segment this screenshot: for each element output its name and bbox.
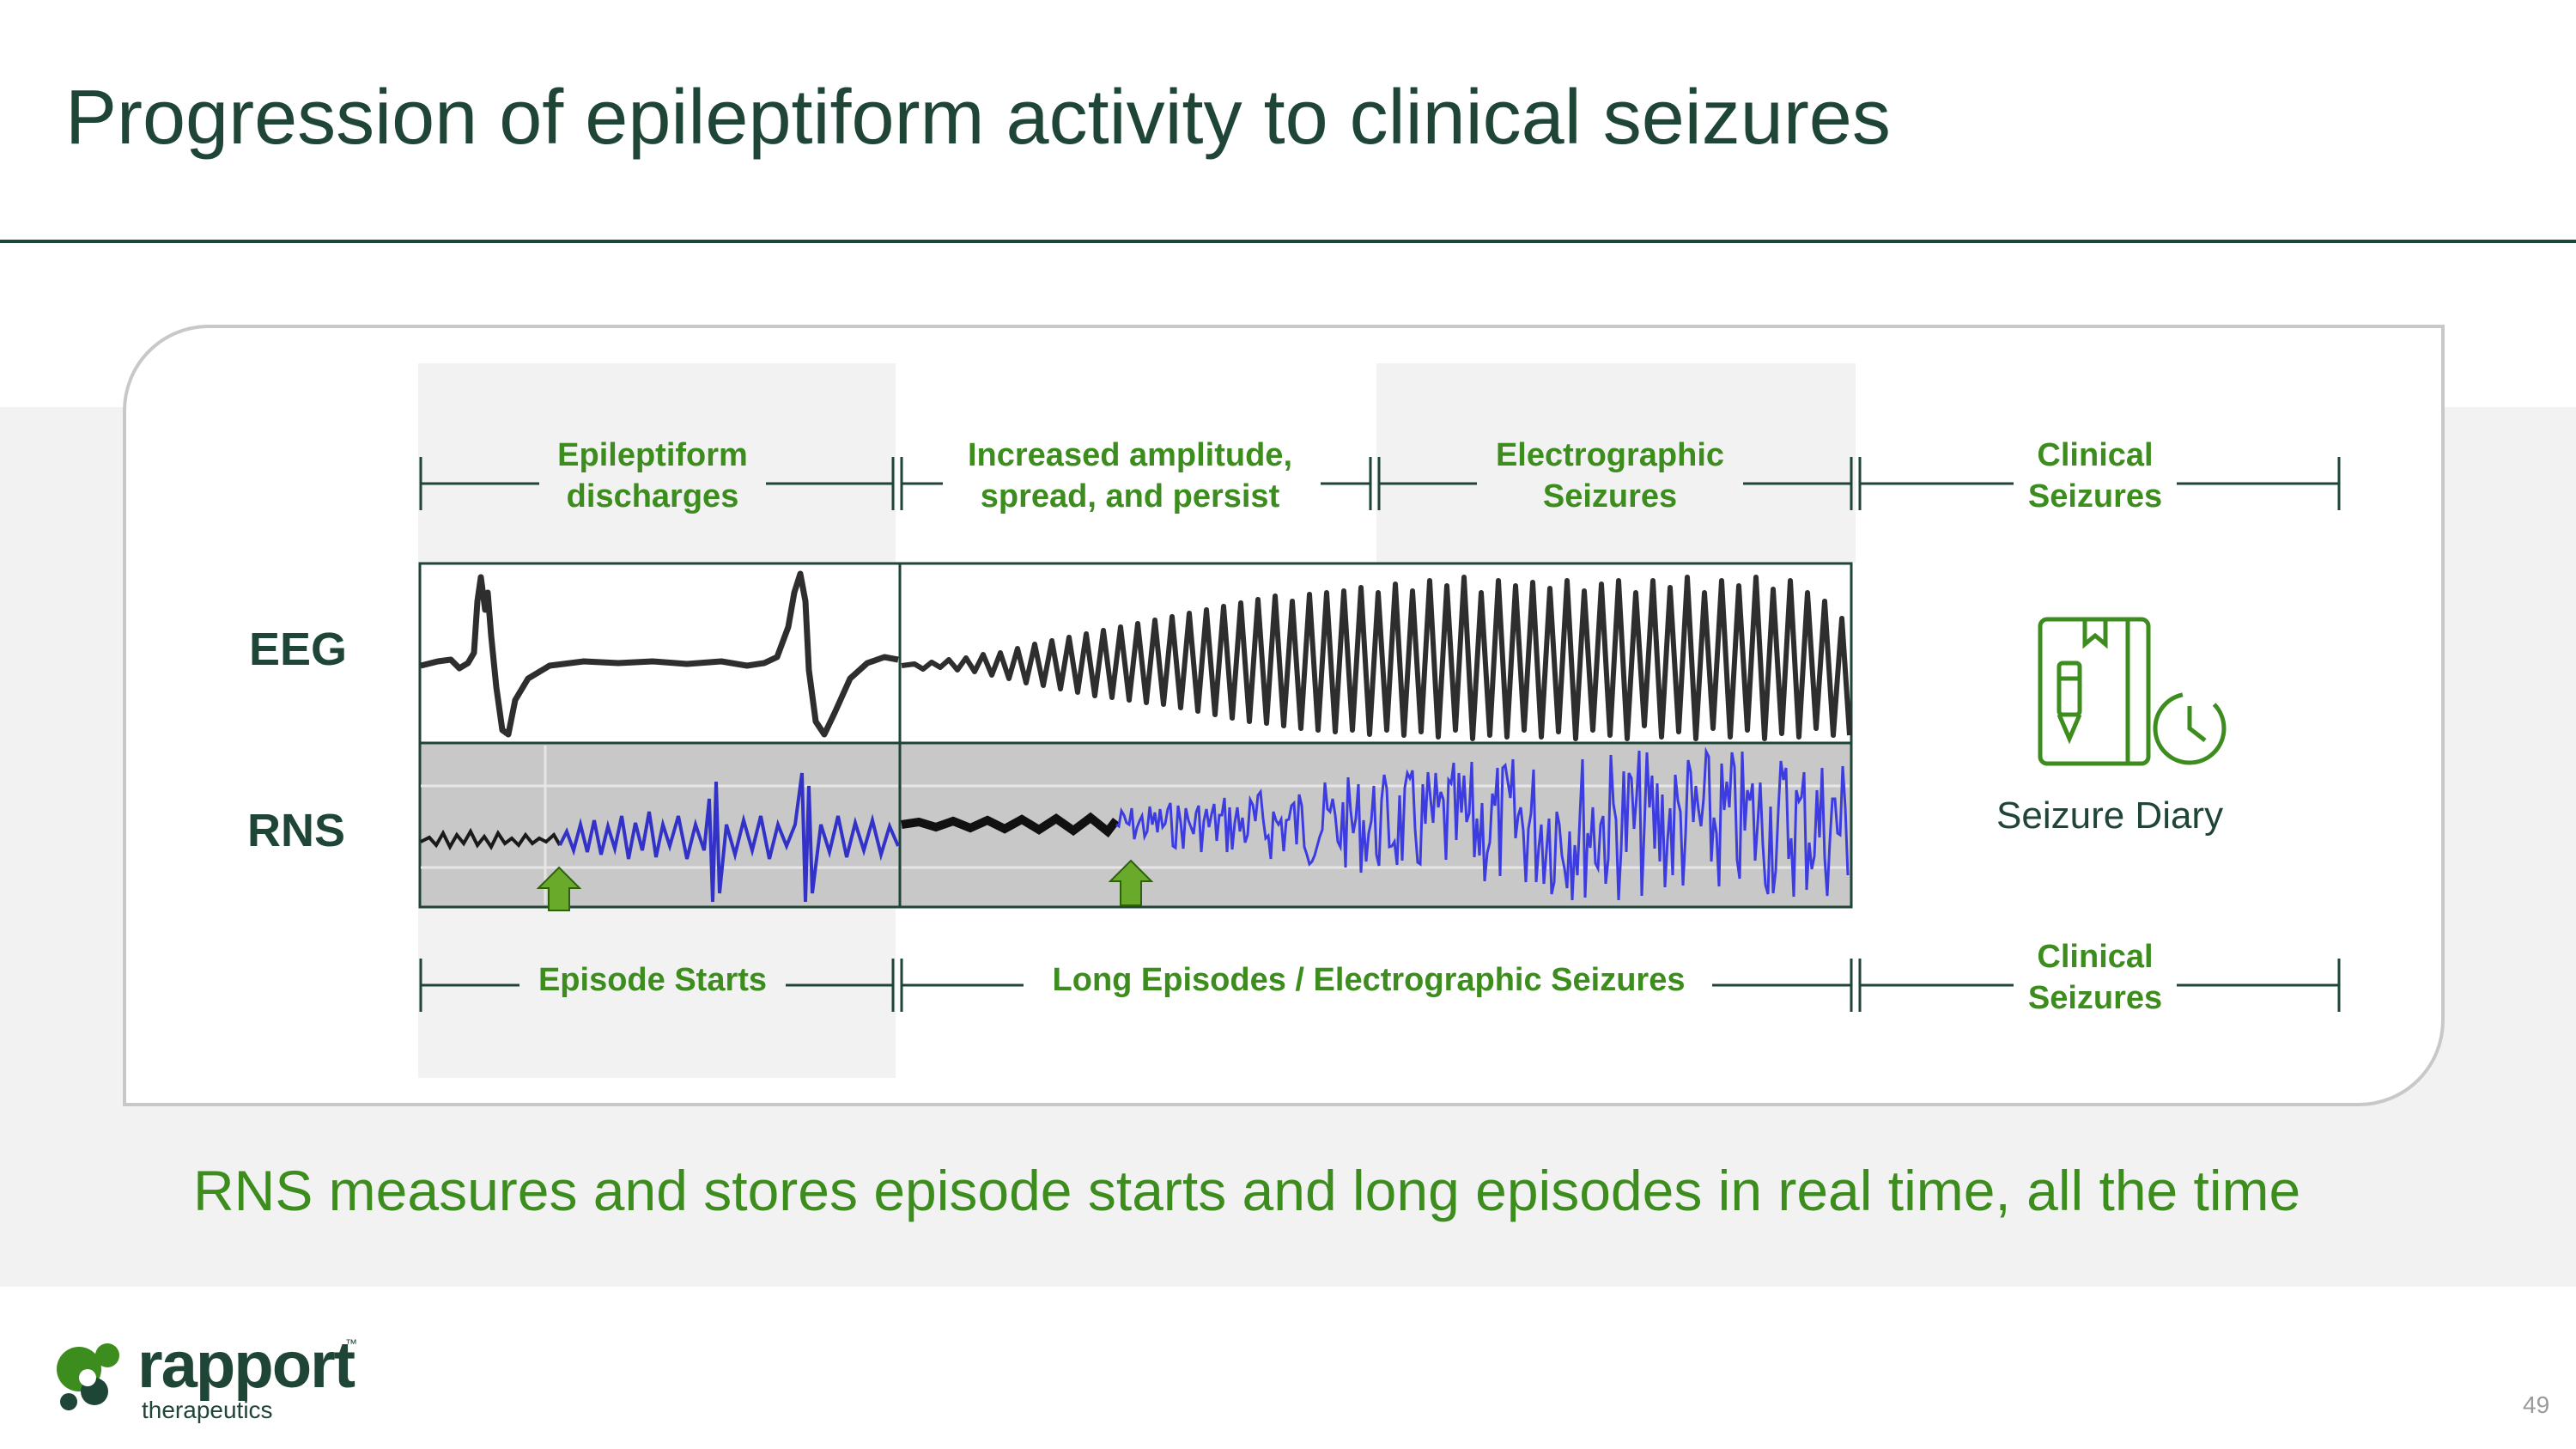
- title-divider: [0, 240, 2576, 243]
- row-label-eeg: EEG: [249, 624, 348, 675]
- slide-title: Progression of epileptiform activity to …: [65, 75, 1891, 161]
- phase-label-clinical-top: Clinical Seizures: [2009, 435, 2181, 517]
- seizure-diary-label: Seizure Diary: [1996, 795, 2224, 837]
- phase-shade-3: [1376, 363, 1856, 563]
- phase-label-line: Seizures: [2027, 980, 2163, 1016]
- logo-subtitle: therapeutics: [142, 1397, 273, 1423]
- phase-label-episode-starts: Episode Starts: [515, 959, 790, 1001]
- rns-trace-seizure: [1115, 746, 1850, 901]
- phase-label-long-episodes: Long Episodes / Electrographic Seizures: [1022, 959, 1716, 1001]
- phase-label-discharges: Epileptiform discharges: [524, 435, 781, 517]
- rns-trace-episode: [558, 772, 900, 903]
- page-number: 49: [2523, 1391, 2550, 1418]
- phase-label-line: Clinical: [2037, 437, 2154, 473]
- row-label-rns: RNS: [247, 805, 346, 856]
- phase-label-line: Long Episodes / Electrographic Seizures: [1052, 962, 1686, 998]
- rns-trace-baseline: [420, 827, 562, 851]
- eeg-trace-discharges: [420, 570, 899, 738]
- arrow-up-icon: [1108, 859, 1154, 906]
- logo-trademark: ™: [345, 1336, 357, 1350]
- eeg-trace-seizure: [901, 575, 1852, 741]
- phase-label-line: spread, and persist: [980, 478, 1280, 514]
- logo-wordmark: rapport: [137, 1329, 355, 1402]
- rns-trace-baseline-long: [901, 812, 1120, 838]
- rns-seizure-path: [1115, 746, 1850, 901]
- phase-label-amplitude: Increased amplitude, spread, and persist: [936, 435, 1324, 517]
- phase-label-line: Seizures: [1542, 478, 1678, 514]
- phase-label-line: discharges: [566, 478, 739, 514]
- phase-label-electrographic: Electrographic Seizures: [1468, 435, 1752, 517]
- phase-label-line: Electrographic: [1495, 437, 1725, 473]
- phase-label-line: Epileptiform: [557, 437, 748, 473]
- phase-label-clinical-bottom: Clinical Seizures: [2009, 936, 2181, 1019]
- phase-label-line: Increased amplitude,: [967, 437, 1292, 473]
- arrow-up-icon: [536, 866, 582, 911]
- phase-label-line: Clinical: [2037, 939, 2154, 975]
- phase-label-line: Episode Starts: [538, 962, 768, 998]
- slide-tagline: RNS measures and stores episode starts a…: [193, 1159, 2301, 1222]
- phase-label-line: Seizures: [2027, 478, 2163, 514]
